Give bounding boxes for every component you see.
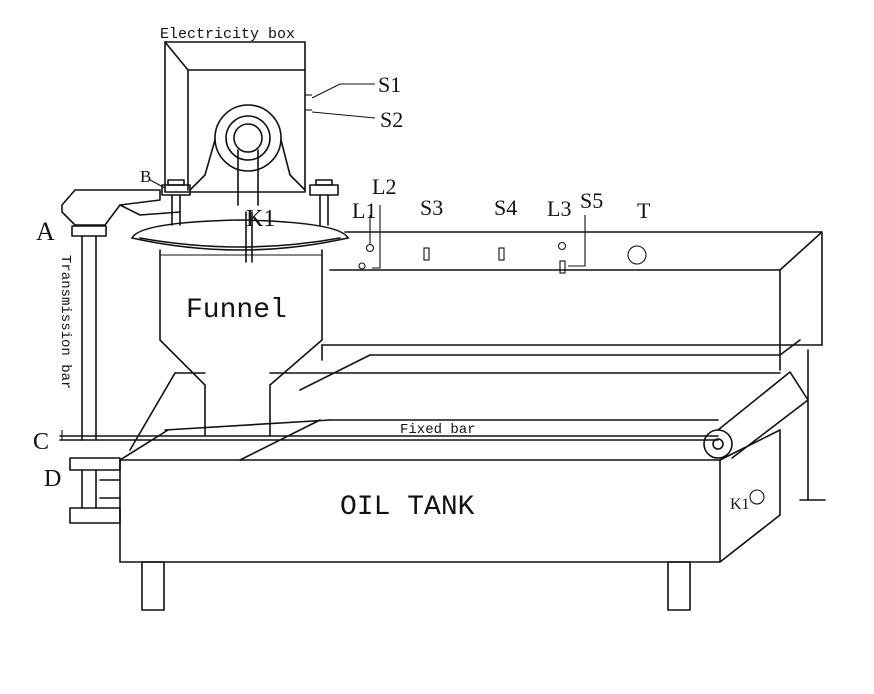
label-a: A xyxy=(36,217,55,246)
tank-legs xyxy=(141,561,691,611)
label-s3: S3 xyxy=(420,195,443,220)
electricity-box xyxy=(164,41,312,193)
label-s2: S2 xyxy=(380,107,403,132)
label-s5: S5 xyxy=(580,188,603,213)
label-oil-tank: OIL TANK xyxy=(340,492,475,523)
label-funnel: Funnel xyxy=(186,295,287,326)
funnel-lid xyxy=(131,211,349,263)
label-l3: L3 xyxy=(547,196,571,221)
label-fixed-bar: Fixed bar xyxy=(400,422,476,438)
label-d: D xyxy=(44,466,61,492)
label-s4: S4 xyxy=(494,195,517,220)
label-l2: L2 xyxy=(372,174,396,199)
bolts xyxy=(149,179,339,226)
label-t: T xyxy=(637,198,651,223)
label-electricity-box: Electricity box xyxy=(160,26,295,43)
label-k1-top: K1 xyxy=(246,206,275,232)
control-cabinet xyxy=(269,231,826,501)
panel-controls xyxy=(358,205,647,274)
label-c: C xyxy=(33,429,49,455)
label-s1: S1 xyxy=(378,72,401,97)
label-b: B xyxy=(140,167,151,186)
funnel xyxy=(159,249,323,436)
conveyor xyxy=(59,371,809,461)
label-l1: L1 xyxy=(352,198,376,223)
motor xyxy=(189,104,306,206)
lower-bracket xyxy=(69,457,121,524)
arm-and-transmission-bar xyxy=(61,189,181,441)
label-k1-side: K1 xyxy=(730,496,750,513)
leader-lines xyxy=(311,83,376,119)
label-transmission-bar: Transmission bar xyxy=(57,255,73,389)
